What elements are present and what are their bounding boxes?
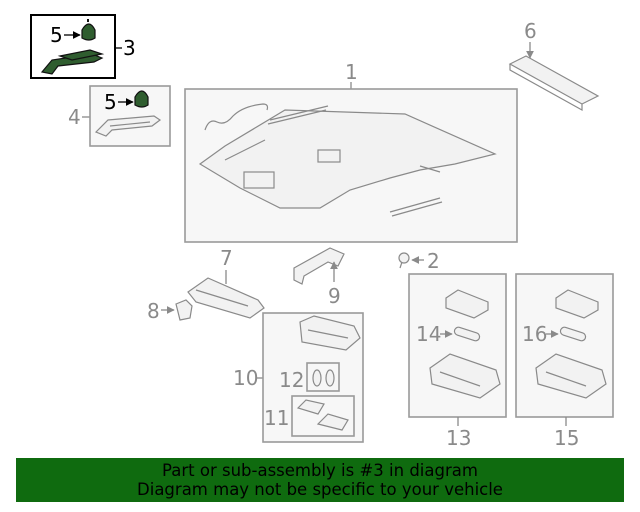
callout-10: 10 — [233, 366, 258, 390]
lens-11-icon[interactable] — [296, 399, 349, 431]
callout-1: 1 — [345, 60, 358, 84]
part-10-group[interactable]: 10 12 11 — [233, 312, 364, 443]
part-15-group[interactable]: 16 15 — [515, 273, 614, 450]
callout-2: 2 — [427, 249, 440, 273]
bulb-12-icon[interactable] — [312, 369, 335, 387]
callout-7: 7 — [220, 246, 233, 270]
callout-4: 4 — [68, 105, 81, 129]
callout-16: 16 — [522, 322, 547, 346]
notice-banner: Part or sub-assembly is #3 in diagram Di… — [16, 458, 624, 502]
callout-8: 8 — [147, 299, 160, 323]
callout-13: 13 — [446, 426, 471, 450]
part-4-group[interactable]: 4 5 — [68, 85, 171, 147]
grab-handle-icon[interactable] — [293, 247, 345, 285]
callout-11: 11 — [264, 406, 289, 430]
lamp-15-base-icon[interactable] — [535, 353, 607, 399]
notice-line-1: Part or sub-assembly is #3 in diagram — [162, 461, 478, 480]
part-3-group[interactable]: 5 3 — [30, 14, 136, 79]
bracket-4-icon[interactable] — [94, 115, 162, 137]
part-1-group[interactable]: 1 — [184, 60, 518, 243]
part-6-group[interactable]: 6 — [508, 19, 600, 112]
part-4-box — [89, 85, 171, 147]
bulb-16-icon[interactable] — [559, 326, 587, 342]
map-lamp-icon[interactable] — [299, 315, 361, 351]
part-11-box — [291, 395, 355, 437]
callout-14: 14 — [416, 322, 441, 346]
clip-icon-5a[interactable] — [81, 19, 96, 41]
notice-line-2: Diagram may not be specific to your vehi… — [137, 480, 503, 499]
clip-2-icon[interactable] — [398, 252, 410, 269]
lamp-13-base-icon[interactable] — [429, 353, 501, 399]
retainer-bracket-icon[interactable] — [40, 49, 105, 75]
headliner-icon[interactable] — [198, 103, 497, 217]
part-8-group[interactable]: 8 — [147, 299, 193, 323]
callout-15: 15 — [554, 426, 579, 450]
lamp-13-top-icon[interactable] — [445, 289, 489, 319]
callout-12: 12 — [279, 368, 304, 392]
bulb-14-icon[interactable] — [453, 326, 481, 342]
pad-6-icon[interactable] — [508, 55, 600, 105]
lamp-15-top-icon[interactable] — [555, 289, 599, 319]
part-9-group[interactable]: 9 — [293, 247, 345, 308]
callout-9: 9 — [328, 284, 341, 308]
callout-6: 6 — [524, 19, 537, 43]
clip-icon-5b[interactable] — [134, 90, 149, 108]
part-13-group[interactable]: 14 13 — [408, 273, 507, 450]
part-2-group[interactable]: 2 — [398, 249, 440, 273]
parts-diagram: 5 3 4 5 6 1 — [30, 14, 614, 450]
callout-5-in-4: 5 — [104, 90, 117, 114]
part-7-group[interactable]: 7 — [187, 246, 265, 319]
part-3-box — [30, 14, 116, 79]
sun-visor-icon[interactable] — [187, 277, 265, 319]
visor-holder-icon[interactable] — [175, 299, 193, 321]
callout-3: 3 — [123, 36, 136, 60]
callout-5-in-3: 5 — [50, 23, 63, 47]
